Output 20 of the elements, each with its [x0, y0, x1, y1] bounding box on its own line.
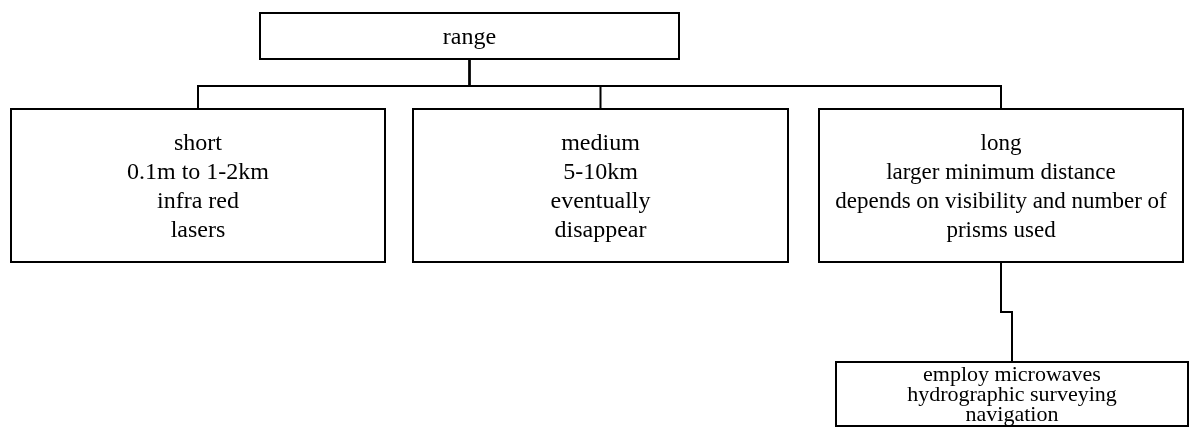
box-text: short: [174, 127, 222, 157]
box-text: lasers: [170, 214, 226, 244]
box-text: infra red: [157, 185, 239, 215]
box-text: employ microwaves: [923, 364, 1101, 384]
box-text: long: [980, 128, 1022, 157]
text-box: [835, 361, 1189, 427]
box-text: 0.1m to 1-2km: [127, 156, 269, 186]
text-box: [412, 108, 789, 263]
text-box: [10, 108, 386, 263]
connector-line: [468, 59, 1002, 109]
box-text: larger minimum distance: [886, 157, 1116, 186]
text-box: [259, 12, 680, 60]
box-text: disappear: [554, 214, 647, 244]
box-text: range: [442, 23, 497, 49]
box-text: medium: [561, 127, 640, 157]
text-box: [818, 108, 1184, 263]
box-text: depends on visibility and number of prisms used: [834, 186, 1168, 244]
box-text: 5-10km: [563, 156, 638, 186]
box-text: eventually: [550, 185, 651, 215]
connector-line: [1000, 262, 1013, 362]
